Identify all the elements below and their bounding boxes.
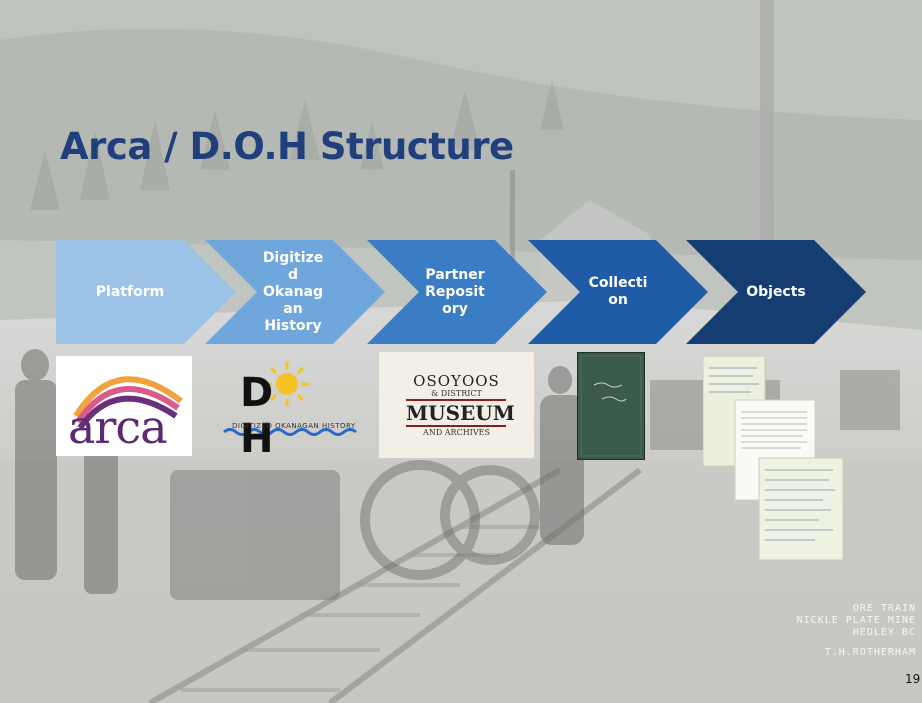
doh-logo: D H DIGITIZED OKANAGAN HISTORY [220, 356, 364, 462]
museum-name-line1: OSOYOOS [413, 372, 500, 390]
slide-title: Arca / D.O.H Structure [60, 124, 514, 168]
chevron-shape [528, 240, 708, 344]
collection-book-image [577, 352, 645, 460]
chevron-shape [56, 240, 236, 344]
objects-documents-image [702, 355, 844, 561]
doh-wordmark: D H [240, 370, 334, 462]
process-step-label: Objects [746, 283, 806, 300]
process-step-label: Partner Reposit ory [425, 266, 485, 317]
museum-name-line4: AND ARCHIVES [423, 428, 490, 437]
book-cover-icon [578, 353, 644, 459]
chevron-shape [686, 240, 866, 344]
process-step-digitized-okanagan-history: Digitize d Okanag an History [205, 240, 385, 344]
caption-line: ORE TRAIN [852, 603, 916, 614]
museum-name-line3: MUSEUM [406, 399, 515, 427]
caption-line: T.H.ROTHERHAM [824, 647, 916, 658]
process-step-collection: Collecti on [528, 240, 708, 344]
chevron-shape [205, 240, 385, 344]
page-number: 19 [905, 672, 921, 686]
process-step-platform: Platform [56, 240, 236, 344]
process-step-label: Collecti on [588, 275, 648, 308]
caption-line: HEDLEY BC [852, 627, 916, 638]
arca-wordmark: arca [68, 400, 168, 454]
doh-sun-icon [223, 362, 357, 436]
museum-name-line2: & DISTRICT [431, 389, 482, 398]
chevron-shape [367, 240, 547, 344]
process-step-objects: Objects [686, 240, 866, 344]
osoyoos-museum-logo: OSOYOOS & DISTRICT MUSEUM AND ARCHIVES [379, 352, 534, 458]
caption-line: NICKLE PLATE MINE [796, 615, 916, 626]
process-step-label: Digitize d Okanag an History [262, 249, 324, 334]
arca-logo: arca [56, 356, 192, 456]
process-step-partner-repository: Partner Reposit ory [367, 240, 547, 344]
process-step-label: Platform [95, 283, 165, 300]
arca-arc-icon [73, 376, 183, 430]
doh-subtitle: DIGITIZED OKANAGAN HISTORY [232, 422, 356, 430]
handwritten-pages-icon [702, 355, 844, 561]
photo-caption: ORE TRAIN NICKLE PLATE MINE HEDLEY BC T.… [797, 603, 916, 659]
